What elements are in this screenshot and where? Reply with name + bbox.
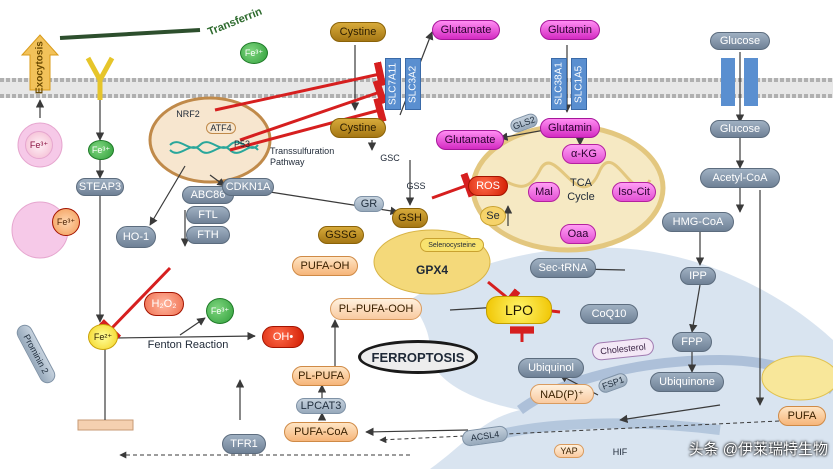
cdkn1a-node: CDKN1A: [222, 178, 274, 196]
fth-node: FTH: [186, 226, 230, 244]
hmgcoa-node: HMG-CoA: [662, 212, 734, 232]
fe3-endosome: Fe³⁺: [52, 208, 80, 236]
oh-node: OH•: [262, 326, 304, 348]
inhibition-lines: [98, 61, 561, 342]
h2o2-node: H₂O₂: [144, 292, 184, 316]
sectrna-node: Sec-tRNA: [530, 258, 596, 278]
transsulfuration-label: Transsulfuration: [270, 145, 335, 156]
slc38a1-transporter: SLC38A1: [551, 58, 567, 110]
oaa-node: Oaa: [560, 224, 596, 244]
akg-node: α-KG: [562, 144, 606, 164]
glutamin-outside: Glutamin: [540, 20, 600, 40]
gpx4-label: GPX4: [415, 263, 448, 277]
lpcat3-node: LPCAT3: [296, 398, 346, 414]
fe3-transferrin: Fe³⁺: [240, 42, 268, 64]
fe3-cell: Fe³⁺: [88, 140, 114, 160]
glutamate-outside: Glutamate: [432, 20, 500, 40]
cycle-label: Cycle: [567, 191, 595, 203]
ubiquinol-node: Ubiquinol: [518, 358, 584, 378]
pufa-oh-node: PUFA-OH: [292, 256, 358, 276]
transferrin-receptor: [85, 56, 115, 100]
pufa-right-node: PUFA: [778, 406, 826, 426]
p53-label: P53: [233, 139, 250, 149]
fpp-node: FPP: [672, 332, 712, 352]
hif-label: HIF: [612, 447, 628, 457]
abc86-node: ABC86: [182, 186, 234, 204]
mal-node: Mal: [528, 182, 560, 202]
cystine-inside: Cystine: [330, 118, 386, 138]
exocytosis-arrow: [20, 34, 60, 91]
steap3-node: STEAP3: [76, 178, 124, 196]
pl-pufa-ooh-node: PL-PUFA-OOH: [330, 298, 422, 320]
lpo-node: LPO: [486, 296, 552, 324]
gss-label: GSS: [406, 181, 426, 191]
ho1-node: HO-1: [116, 226, 156, 248]
fe2-node: Fe²⁺: [88, 324, 118, 350]
pufa-coa-node: PUFA-CoA: [284, 422, 358, 442]
coq10-node: CoQ10: [580, 304, 638, 324]
glutamin-inside: Glutamin: [540, 118, 600, 138]
exocytosis-label: Exocytosis: [34, 41, 46, 95]
ftl-node: FTL: [186, 206, 230, 224]
nrf2-label: NRF2: [176, 109, 200, 119]
nadp-node: NAD(P)⁺: [530, 384, 594, 404]
slc7a11-transporter: SLC7A11: [385, 58, 401, 110]
isocit-node: Iso-Cit: [612, 182, 656, 202]
cystine-outside: Cystine: [330, 22, 386, 42]
slc3a2-transporter: SLC3A2: [405, 58, 421, 110]
tca-label: TCA: [570, 177, 592, 189]
fe3-fenton: Fe³⁺: [206, 298, 234, 324]
selenocysteine-node: Selenocysteine: [420, 238, 484, 252]
glucose-inside: Glucose: [710, 120, 770, 138]
tfr1-node: TFR1: [222, 434, 266, 454]
watermark-text: 头条 @伊莱瑞特生物: [688, 440, 828, 458]
se-node: Se: [480, 206, 506, 226]
gsc-label: GSC: [380, 153, 400, 163]
gr-node: GR: [354, 196, 384, 212]
fenton-label: Fenton Reaction: [147, 339, 229, 351]
pl-pufa-node: PL-PUFA: [292, 366, 350, 386]
ros-node: ROS: [468, 176, 508, 196]
fe3-vesicle: Fe³⁺: [25, 131, 53, 159]
transporters: [721, 58, 758, 106]
lipid-droplet: [761, 355, 833, 401]
glucose-outside: Glucose: [710, 32, 770, 50]
gssg-node: GSSG: [318, 226, 364, 244]
pathway-label: Pathway: [270, 156, 305, 167]
glutamate-inside: Glutamate: [436, 130, 504, 150]
ubiquinone-node: Ubiquinone: [650, 372, 724, 392]
ferroptosis-node: FERROPTOSIS: [358, 340, 478, 374]
yap-node: YAP: [554, 444, 584, 458]
ipp-node: IPP: [680, 267, 716, 285]
slc1a5-transporter: SLC1A5: [571, 58, 587, 110]
atf4-label: ATF4: [206, 122, 236, 134]
acetylcoa-node: Acetyl-CoA: [700, 168, 780, 188]
gsh-node: GSH: [392, 208, 428, 228]
